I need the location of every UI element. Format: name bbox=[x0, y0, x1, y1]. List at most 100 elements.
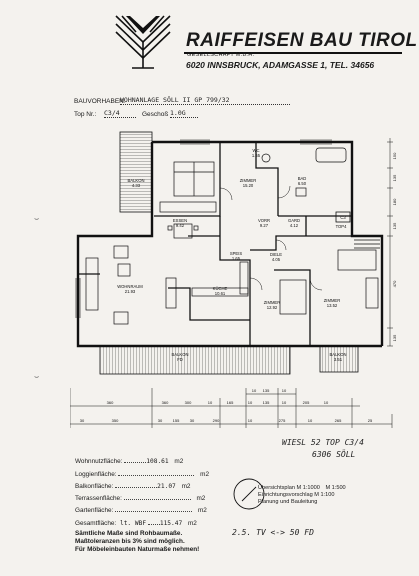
window-left bbox=[75, 278, 81, 318]
handwritten-bottom-note: 2.5. TV <-> 50 FD bbox=[232, 528, 314, 537]
dim-r2-1: 360 bbox=[107, 400, 114, 405]
top-marker: C3 bbox=[340, 215, 346, 220]
top-number-label: Top Nr.: bbox=[74, 111, 97, 118]
dim-r2-10: 10 bbox=[324, 400, 329, 405]
balcony-left-hatch bbox=[119, 131, 153, 213]
room-zimmer-top-area: 15.20 bbox=[243, 183, 254, 188]
geschoss-value: 1.0G bbox=[170, 109, 198, 118]
top-marker-box bbox=[335, 211, 351, 223]
wall-upper bbox=[152, 140, 384, 346]
wall-left-upper bbox=[76, 142, 382, 348]
scale-info: Übersichtsplan M 1:1000 M 1:500 Einricht… bbox=[258, 485, 346, 506]
area-value: 108.61 bbox=[146, 458, 169, 465]
company-logo-icon bbox=[115, 15, 171, 69]
area-label: Terrassenfläche: bbox=[75, 495, 122, 502]
room-balkon-left: BALKON bbox=[128, 178, 145, 183]
room-balkon-left-area: 4.33 bbox=[132, 183, 141, 188]
scale-planning: Planung und Bauleitung bbox=[258, 499, 318, 505]
room-balkon-bottom-area: FD bbox=[177, 357, 183, 362]
dining-table bbox=[173, 223, 193, 239]
dimension-chains: 10 135 10 360 360 300 10 165 10 135 10 2… bbox=[70, 388, 393, 428]
dim-r2-2: 360 bbox=[162, 400, 169, 405]
desk-right bbox=[365, 277, 379, 309]
room-speis: SPEIS bbox=[230, 251, 243, 256]
room-bad-area: 6.50 bbox=[298, 181, 307, 186]
door-arc-3 bbox=[275, 239, 287, 251]
total-unit: m2 bbox=[187, 520, 197, 527]
dim-r3-2: 350 bbox=[112, 418, 119, 423]
scale-furnishing: Einrichtungsvorschlag M 1:100 bbox=[258, 492, 335, 498]
dim-r1-1: 10 bbox=[252, 388, 257, 393]
area-unit: m2 bbox=[197, 507, 207, 514]
area-row: Balkonfläche: 21.07 m2 bbox=[75, 483, 190, 490]
bauvorhaben-value: WOHNANLAGE SÖLL II GP 799/32 bbox=[120, 96, 290, 105]
top-number-value: C3/4 bbox=[104, 109, 136, 118]
area-row: Loggienfläche: m2 bbox=[75, 471, 209, 478]
door-arc-5 bbox=[249, 277, 263, 291]
bauvorhaben-label: BAUVORHABEN: bbox=[74, 98, 126, 105]
area-value: 21.07 bbox=[157, 483, 176, 490]
washbasin bbox=[295, 187, 307, 197]
dim-r2-9: 205 bbox=[303, 400, 310, 405]
wall-inner-2 bbox=[255, 142, 279, 216]
scale-overview-right: M 1:500 bbox=[325, 485, 346, 491]
note-line: Maßtoleranzen bis 3% sind möglich. bbox=[75, 538, 185, 545]
armchair-2 bbox=[113, 311, 129, 325]
wardrobe-top bbox=[159, 201, 217, 213]
side-dim-3: 180 bbox=[392, 198, 397, 205]
dim-r2-8: 10 bbox=[282, 400, 287, 405]
side-dim-1: 150 bbox=[392, 152, 397, 159]
area-label: Gartenfläche: bbox=[75, 507, 114, 514]
handwritten-ref-line2: 6306 SÖLL bbox=[312, 450, 356, 459]
dim-r1-3: 10 bbox=[282, 388, 287, 393]
dim-r3-1: 30 bbox=[80, 418, 85, 423]
dim-r1-2: 135 bbox=[263, 388, 270, 393]
room-bad: BAD bbox=[298, 176, 307, 181]
scale-overview: Übersichtsplan M 1:1000 bbox=[258, 485, 320, 491]
total-value: 115.47 bbox=[159, 520, 183, 527]
company-subtitle: GESELLSCHAFT M.B.H. bbox=[187, 52, 255, 58]
dim-r3-8: 275 bbox=[279, 418, 286, 423]
sofa bbox=[85, 257, 99, 311]
dim-r3-7: 10 bbox=[248, 418, 253, 423]
side-dim-6: 135 bbox=[392, 334, 397, 341]
room-vorr: VORR bbox=[258, 218, 270, 223]
bed-mid bbox=[279, 279, 307, 315]
dim-r2-7: 135 bbox=[263, 400, 270, 405]
total-area-row: Gesamtfläche: lt. WBF 115.47 m2 bbox=[75, 520, 197, 527]
stair-lines bbox=[354, 239, 380, 249]
dim-r3-5: 30 bbox=[190, 418, 195, 423]
wc-bowl bbox=[261, 153, 271, 163]
dim-r2-6: 10 bbox=[248, 400, 253, 405]
room-zimmer-mid: ZIMMER bbox=[264, 300, 281, 305]
area-unit: m2 bbox=[174, 458, 184, 465]
area-label: Balkonfläche: bbox=[75, 483, 114, 490]
dim-r3-10: 265 bbox=[335, 418, 342, 423]
area-row: Gartenfläche: m2 bbox=[75, 507, 207, 514]
window-top bbox=[180, 139, 210, 145]
punch-mark: ⌣ bbox=[34, 372, 40, 381]
side-dim-4: 135 bbox=[392, 222, 397, 229]
area-row: Wohnnutzfläche: 108.61 m2 bbox=[75, 458, 183, 465]
bathtub bbox=[315, 147, 347, 163]
area-unit: m2 bbox=[196, 495, 206, 502]
window-bad bbox=[300, 139, 332, 145]
room-essen-area: 9.42 bbox=[176, 223, 185, 228]
room-wc: WC bbox=[253, 148, 260, 153]
area-unit: m2 bbox=[181, 483, 191, 490]
area-label: Wohnnutzfläche: bbox=[75, 458, 123, 465]
room-wohnraum-area: 21.93 bbox=[125, 289, 136, 294]
side-dim-2: 135 bbox=[392, 174, 397, 181]
room-kueche: KÜCHE bbox=[213, 286, 228, 291]
total-prefix: lt. WBF bbox=[119, 520, 147, 527]
door-arc-1 bbox=[219, 187, 233, 201]
geschoss-label: Geschoß bbox=[142, 111, 169, 118]
company-name: RAIFFEISEN BAU TIROL bbox=[186, 30, 418, 51]
area-row: Terrassenfläche: m2 bbox=[75, 495, 205, 502]
kitchen-counter-2 bbox=[239, 261, 249, 295]
room-zimmer-right: ZIMMER bbox=[324, 298, 341, 303]
balcony-bottom-hatch bbox=[99, 345, 291, 375]
top-label-plan: TOP4 bbox=[336, 224, 348, 229]
dim-r2-3: 300 bbox=[185, 400, 192, 405]
dim-r3-3: 30 bbox=[158, 418, 163, 423]
